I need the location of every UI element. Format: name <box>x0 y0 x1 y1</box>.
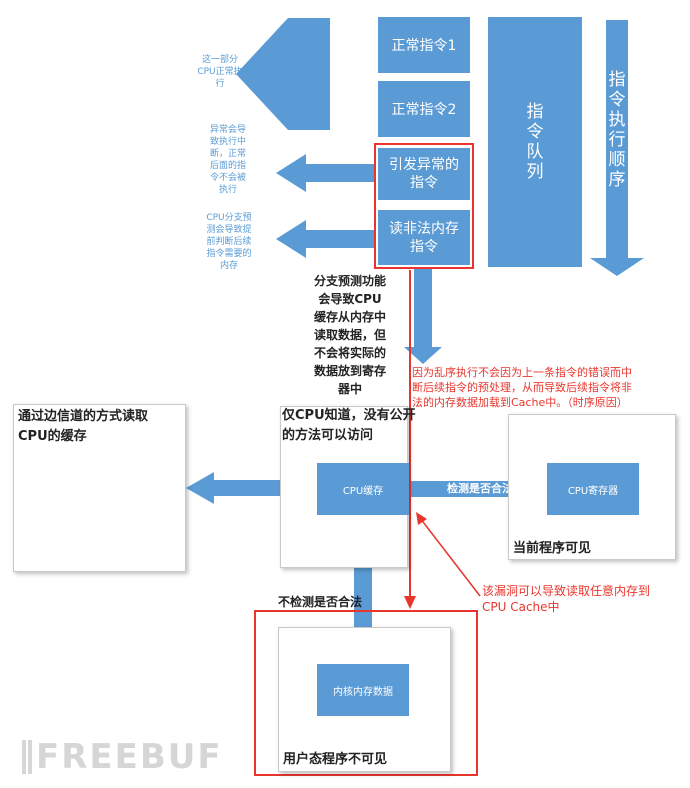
watermark-logo-icon <box>22 740 32 774</box>
no-check-arrow <box>343 514 383 664</box>
branch-prediction-note: 分支预测功能 会导致CPU 缓存从内存中 读取数据，但 不会将实际的 数据放到寄… <box>313 274 386 396</box>
cache-load-arrow <box>404 268 442 364</box>
red-highlight-kernel <box>254 610 478 776</box>
red-pointer-head <box>416 512 427 525</box>
red-pointer-line <box>419 517 481 597</box>
instruction-exception: 引发异常的 指令 <box>378 148 470 200</box>
instruction-normal-2: 正常指令2 <box>378 81 470 137</box>
cpu-only-label: 仅CPU知道，没有公开 的方法可以访问 <box>282 408 416 443</box>
note-cpu-normal: 这一部分 CPU正常执 行 <box>197 55 243 89</box>
watermark-text: FREEBUF <box>36 737 223 777</box>
red-note-out-of-order: 因为乱序执行不会因为上一条指令的错误而中 断后续指令的预处理，从而导致后续指令将… <box>412 366 632 409</box>
current-program-panel: CPU寄存器 当前程序可见 <box>508 414 676 560</box>
side-channel-label: 通过边信道的方式读取 CPU的缓存 <box>18 409 149 444</box>
order-arrow <box>590 20 644 276</box>
user-invisible-label: 用户态程序不可见 <box>283 752 388 767</box>
no-check-label: 不检测是否合法 <box>278 595 363 609</box>
red-path-head <box>404 596 416 609</box>
side-channel-arrow <box>186 472 280 504</box>
side-channel-panel: 通过边信道的方式读取 CPU的缓存 <box>13 404 186 572</box>
execution-order-label: 指 令 执 行 顺 序 <box>608 70 626 190</box>
branch-arrow <box>276 220 376 258</box>
note-exception: 异常会导 致执行中 断，正常 后面的指 令不会被 执行 <box>209 125 246 195</box>
instruction-illegal-read: 读非法内存 指令 <box>378 210 470 265</box>
note-branch: CPU分支预 测会导致提 前判断后续 指令需要的 内存 <box>206 213 252 271</box>
cpu-cache-box: CPU缓存 <box>317 463 409 515</box>
red-note-vulnerability: 该漏洞可以导致读取任意内存到 CPU Cache中 <box>482 584 651 614</box>
exception-arrow <box>276 154 376 192</box>
cpu-normal-arrow <box>236 18 330 130</box>
cpu-register-box: CPU寄存器 <box>547 463 639 515</box>
kernel-data-box: 内核内存数据 <box>317 664 409 716</box>
freebuf-watermark: FREEBUF <box>22 737 223 777</box>
current-visible-label: 当前程序可见 <box>513 541 592 556</box>
check-legal-label: 检测是否合法 <box>447 482 513 495</box>
instruction-normal-1: 正常指令1 <box>378 17 470 73</box>
instruction-queue: 指 令 队 列 <box>488 17 582 267</box>
red-highlight-instructions <box>374 143 474 269</box>
